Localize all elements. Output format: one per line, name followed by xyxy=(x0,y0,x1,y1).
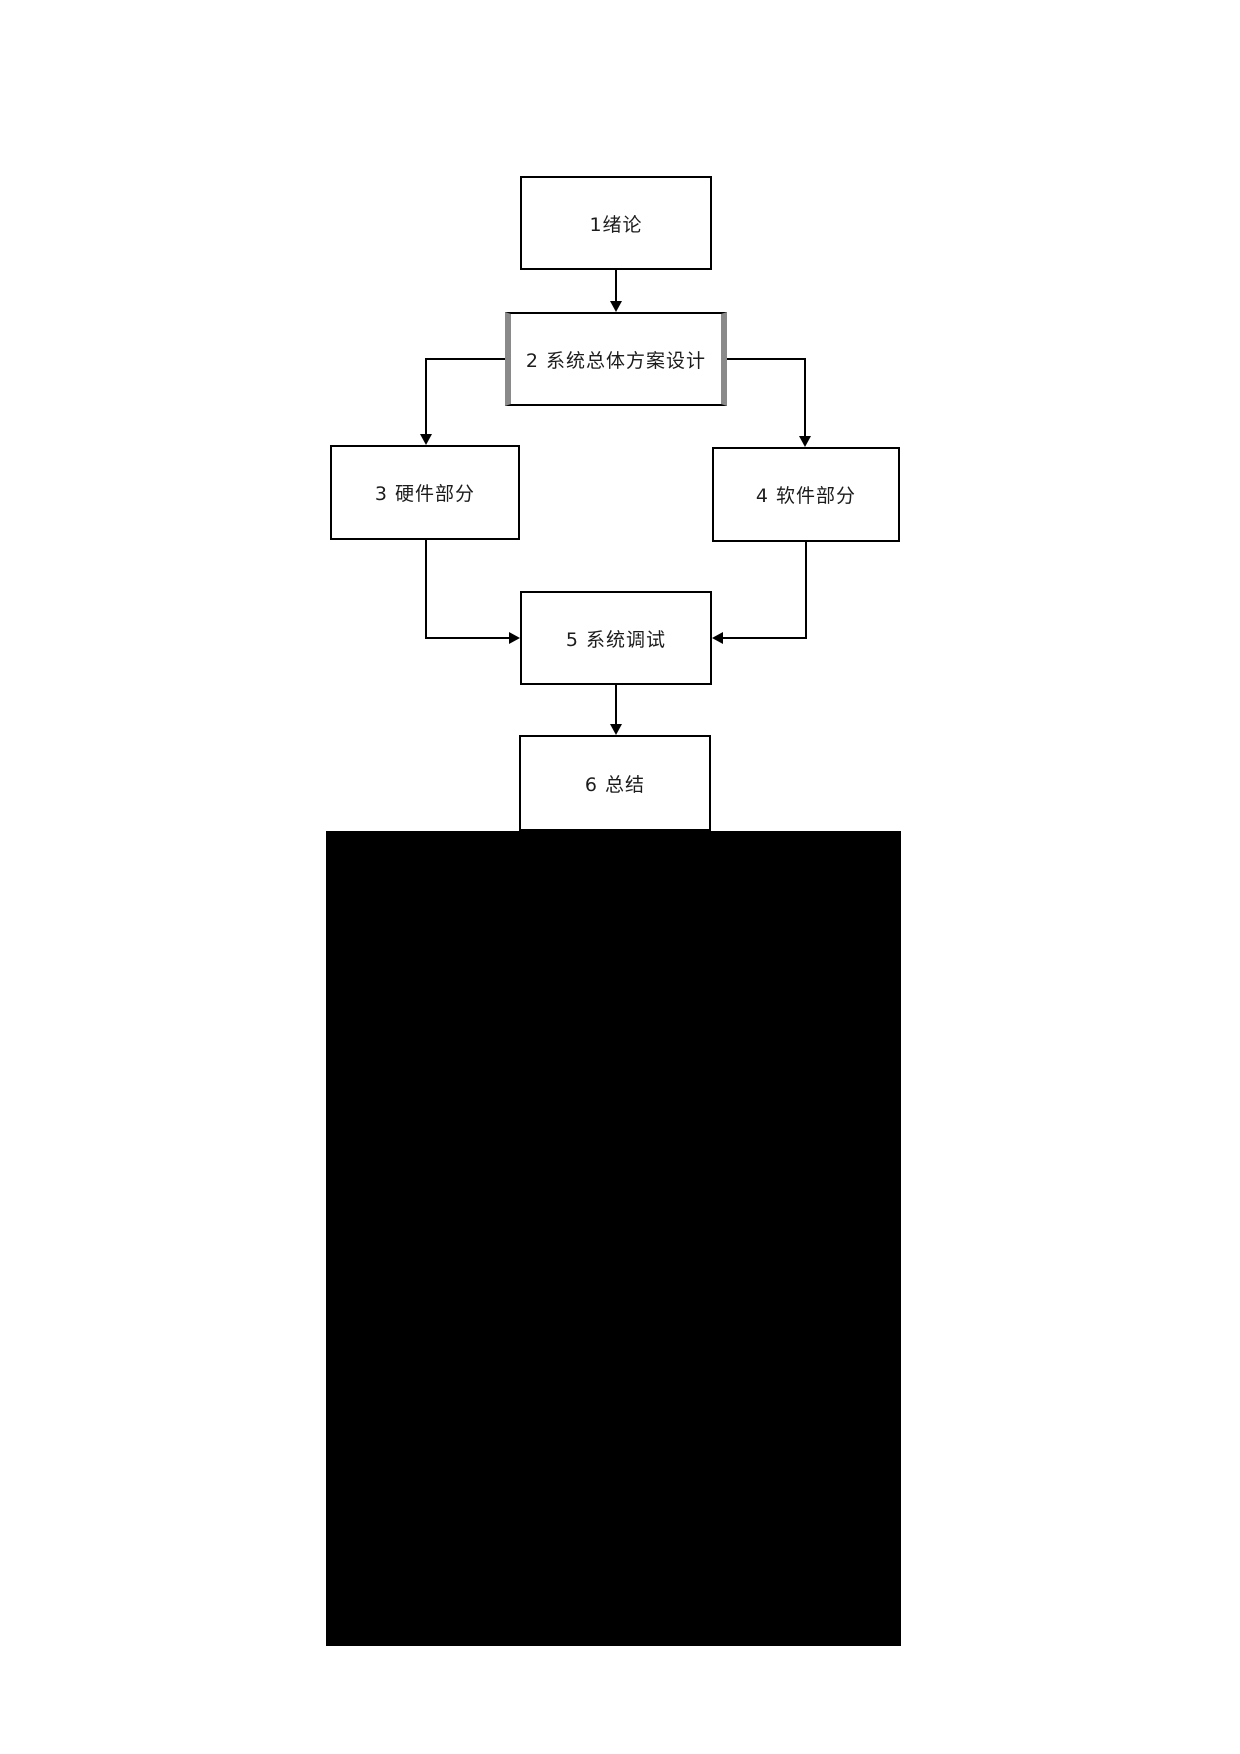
edge-3-to-5 xyxy=(425,540,520,644)
node-system-debugging-label: 5 系统调试 xyxy=(565,628,667,651)
redacted-black-region xyxy=(326,831,901,1646)
edge-2-to-3 xyxy=(420,358,505,445)
edge-1-to-2 xyxy=(610,270,622,312)
node-overall-system-design: 2 系统总体方案设计 xyxy=(505,312,727,406)
node-hardware-part: 3 硬件部分 xyxy=(330,445,520,540)
node-summary: 6 总结 xyxy=(519,735,711,831)
node-software-part: 4 软件部分 xyxy=(712,447,900,542)
node-hardware-part-label: 3 硬件部分 xyxy=(374,483,476,505)
node-introduction-label: 1绪论 xyxy=(589,213,643,236)
node-system-debugging: 5 系统调试 xyxy=(520,591,712,685)
edge-4-to-5 xyxy=(712,542,807,644)
node-summary-label: 6 总结 xyxy=(584,773,646,796)
edge-5-to-6 xyxy=(610,685,622,735)
node-overall-system-design-label: 2 系统总体方案设计 xyxy=(525,349,707,372)
node-software-part-label: 4 软件部分 xyxy=(755,485,857,507)
node-introduction: 1绪论 xyxy=(520,176,712,270)
edge-2-to-4 xyxy=(727,358,811,447)
